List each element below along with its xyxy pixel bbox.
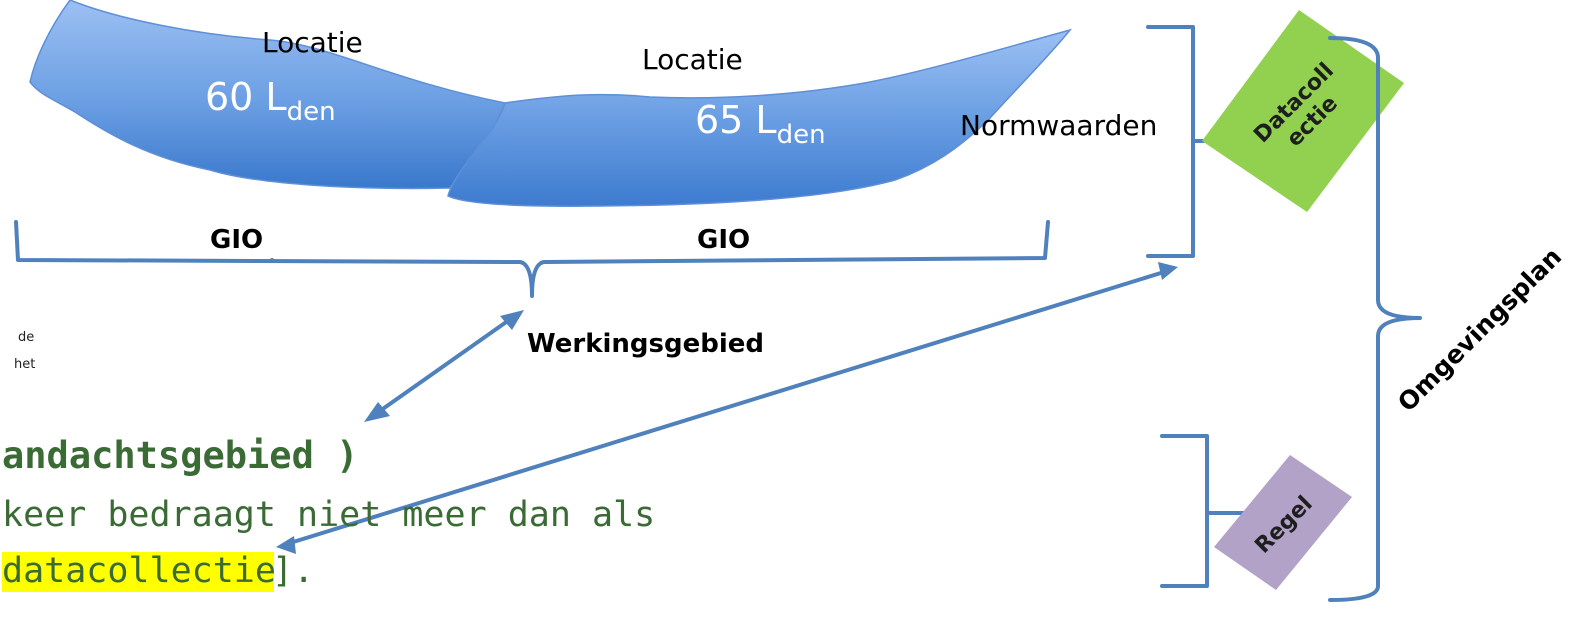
body-line1: keer bedraagt niet meer dan als [2,495,655,535]
datacollectie-arrowhead-top [1158,262,1178,280]
gio-bracket [14,220,1050,298]
gio-right-label: GIO [697,225,750,255]
zone-left-shape [29,0,507,190]
zone-right-shape [447,28,1073,207]
regel-bracket [1160,434,1209,588]
datacollectie-highlight [2,552,274,592]
werkingsgebied-label: Werkingsgebied [527,329,764,359]
werkingsgebied-arrowhead-bottom [364,402,390,422]
omgevingsplan-brace [1328,36,1422,602]
datacollectie-double-arrow [288,270,1166,545]
werkingsgebied-arrowhead-top [500,310,524,330]
datacollectie-tag: Datacoll ectie [1202,10,1404,212]
regel-tag: Regel [1214,455,1352,590]
zone-left-location-label: Locatie [262,26,363,59]
werkingsgebied-double-arrow [375,316,514,415]
side-text-line1: de [18,330,34,345]
omgevingsplan-label: Omgevingsplan [1392,242,1567,417]
normwaarden-label: Normwaarden [960,109,1157,142]
zone-right-location-label: Locatie [642,43,743,76]
zone-left-value: 60 Lden [205,75,336,127]
side-text-line2: het [14,357,35,372]
zone-right-value: 65 Lden [695,98,826,150]
body-line2-end: ]. [272,551,314,591]
body-heading: andachtsgebied ) [2,434,358,477]
datacollectie-arrowhead-bottom [276,536,296,554]
gio-left-label: GIO [210,225,263,255]
body-line2-highlight: datacollectie [2,551,276,591]
